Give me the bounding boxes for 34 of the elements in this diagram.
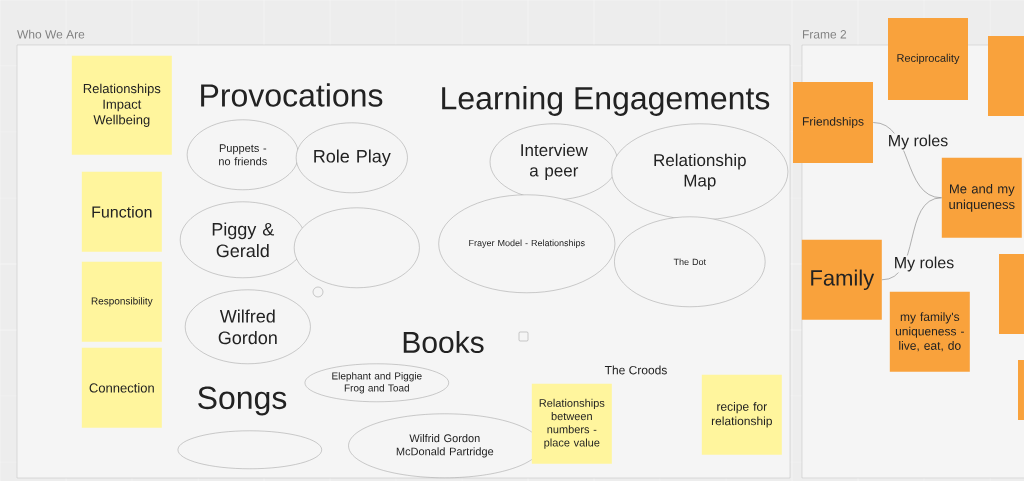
node-label: Wilfrid Gordon McDonald Partridge [396,434,494,458]
sticky-note: Relationships Impact Wellbeing [71,55,172,155]
sticky-note [988,36,1024,116]
ellipse-bubble: Elephant and Piggie Frog and Toad [304,363,449,403]
movie-title: The Croods [604,365,667,375]
sticky-note [999,254,1024,334]
sticky-note: Connection [81,347,162,428]
heading: Songs [198,386,287,416]
ellipse-bubble: Piggy & Gerald [179,201,306,279]
heading: Provocations [201,83,383,107]
sticky-note [1018,360,1024,420]
sticky-note: Responsibility [81,261,162,342]
node-label: Who We Are [17,29,85,39]
sticky-note: Me and my uniqueness [941,157,1022,238]
ellipse-bubble: Interview a peer [489,123,618,201]
heading: Books [403,331,484,353]
ellipse-bubble [293,207,420,289]
sticky-note: recipe for relationship [701,374,782,455]
sticky-note: Family [801,239,882,320]
sticky-note: Relationships between numbers - place value [531,383,612,464]
node-label: Frame 2 [802,30,847,39]
sticky-note: Reciprocality [888,18,968,100]
ellipse-bubble: Wilfred Gordon [184,289,311,365]
heading: Learning Engagements [442,86,770,116]
sticky-note: Function [81,171,162,252]
ellipse-bubble [177,430,322,470]
ellipse-bubble: Frayer Model - Relationships [438,194,616,294]
ellipse-bubble: The Dot [614,216,766,308]
ellipse-bubble: Relationship Map [611,123,789,221]
ellipse-bubble: Puppets - no friends [186,119,299,191]
sticky-note: my family's uniqueness - live, eat, do [889,291,970,372]
ellipse-bubble: Role Play [295,122,408,194]
sticky-note: Friendships [793,82,873,163]
ellipse-bubble: Wilfrid Gordon McDonald Partridge [348,413,542,479]
